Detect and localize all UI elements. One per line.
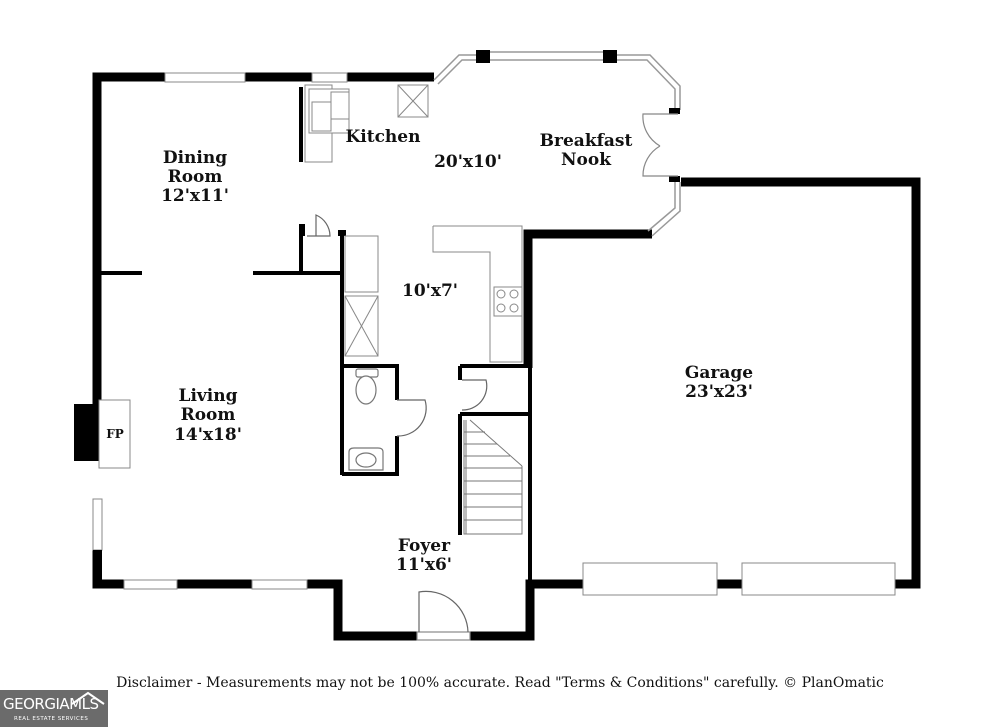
logo-tagline: REAL ESTATE SERVICES xyxy=(14,716,89,722)
left-wall-lower xyxy=(93,550,102,588)
logo-wordmark: GEORGIAMLS xyxy=(3,695,99,713)
dining-room-size: 12'x11' xyxy=(161,186,229,206)
garage-name: Garage xyxy=(685,363,753,383)
bay-french-doors xyxy=(642,113,678,177)
garage-size: 23'x23' xyxy=(685,382,753,402)
doors xyxy=(307,214,488,641)
interior-walls xyxy=(97,87,532,584)
breakfast-nook-name-line1: Breakfast xyxy=(540,131,633,151)
living-room-name-line2: Room xyxy=(181,405,236,425)
windows xyxy=(92,72,896,596)
kitchen-size: 20'x10' xyxy=(434,152,502,172)
disclaimer-text: Disclaimer - Measurements may not be 100… xyxy=(116,675,884,691)
kitchen-name: Kitchen xyxy=(346,127,421,147)
living-room-size: 14'x18' xyxy=(174,425,242,445)
fireplace-wall xyxy=(74,404,99,461)
stairs xyxy=(463,419,523,535)
dining-room-name-line2: Room xyxy=(168,167,223,187)
fireplace-hearth xyxy=(98,399,131,469)
breakfast-nook-name-line2: Nook xyxy=(561,150,612,170)
house-roof-icon xyxy=(71,691,105,705)
powder-room-fixtures xyxy=(348,368,384,471)
foyer-size: 11'x6' xyxy=(396,555,452,575)
hall-size: 10'x7' xyxy=(402,281,458,301)
georgia-mls-logo: GEORGIAMLS REAL ESTATE SERVICES xyxy=(0,690,108,727)
wall-stubs xyxy=(299,224,346,236)
fireplace-label: FP xyxy=(106,427,124,441)
living-room-name-line1: Living xyxy=(179,386,238,406)
exterior-walls xyxy=(92,72,921,641)
dining-room-name-line1: Dining xyxy=(163,148,227,168)
kitchen-fixtures xyxy=(304,84,523,363)
bay-posts xyxy=(476,50,680,182)
foyer-name: Foyer xyxy=(398,536,451,556)
